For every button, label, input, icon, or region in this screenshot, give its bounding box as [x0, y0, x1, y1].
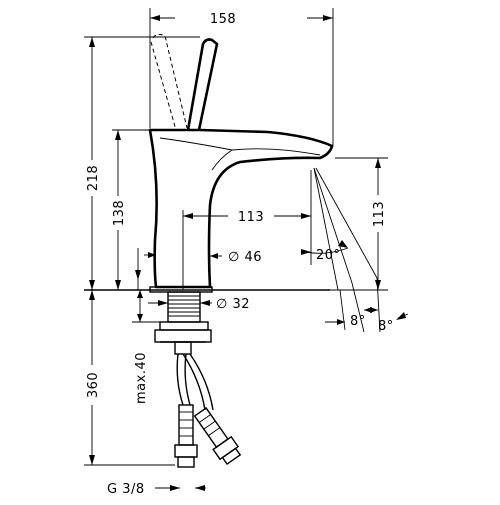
dim-connection: G 3/8: [107, 482, 145, 497]
lever: [186, 38, 219, 132]
lever-alt-position: [152, 33, 188, 129]
dim-max-counter: max.40: [134, 352, 149, 404]
supply-hoses: [174, 353, 242, 468]
dim-height-total: 218: [86, 165, 101, 191]
spout: [148, 128, 334, 289]
dim-diameter-body: ∅ 46: [228, 250, 262, 265]
dim-angle-right: 8°: [378, 319, 394, 334]
dim-below-counter: 360: [86, 372, 101, 398]
dim-diameter-shank: ∅ 32: [216, 297, 250, 312]
dim-angle-jet: 20°: [316, 248, 341, 263]
dim-height-outlet: 113: [372, 201, 387, 227]
dim-angle-left: 8°: [350, 314, 366, 329]
shank-thread: [167, 291, 201, 323]
dim-reach: 113: [238, 210, 264, 225]
dim-height-spout: 138: [112, 200, 127, 226]
mounting-nut: [154, 321, 212, 355]
faucet-top-plate: [148, 128, 334, 148]
dim-width-top: 158: [210, 12, 236, 27]
